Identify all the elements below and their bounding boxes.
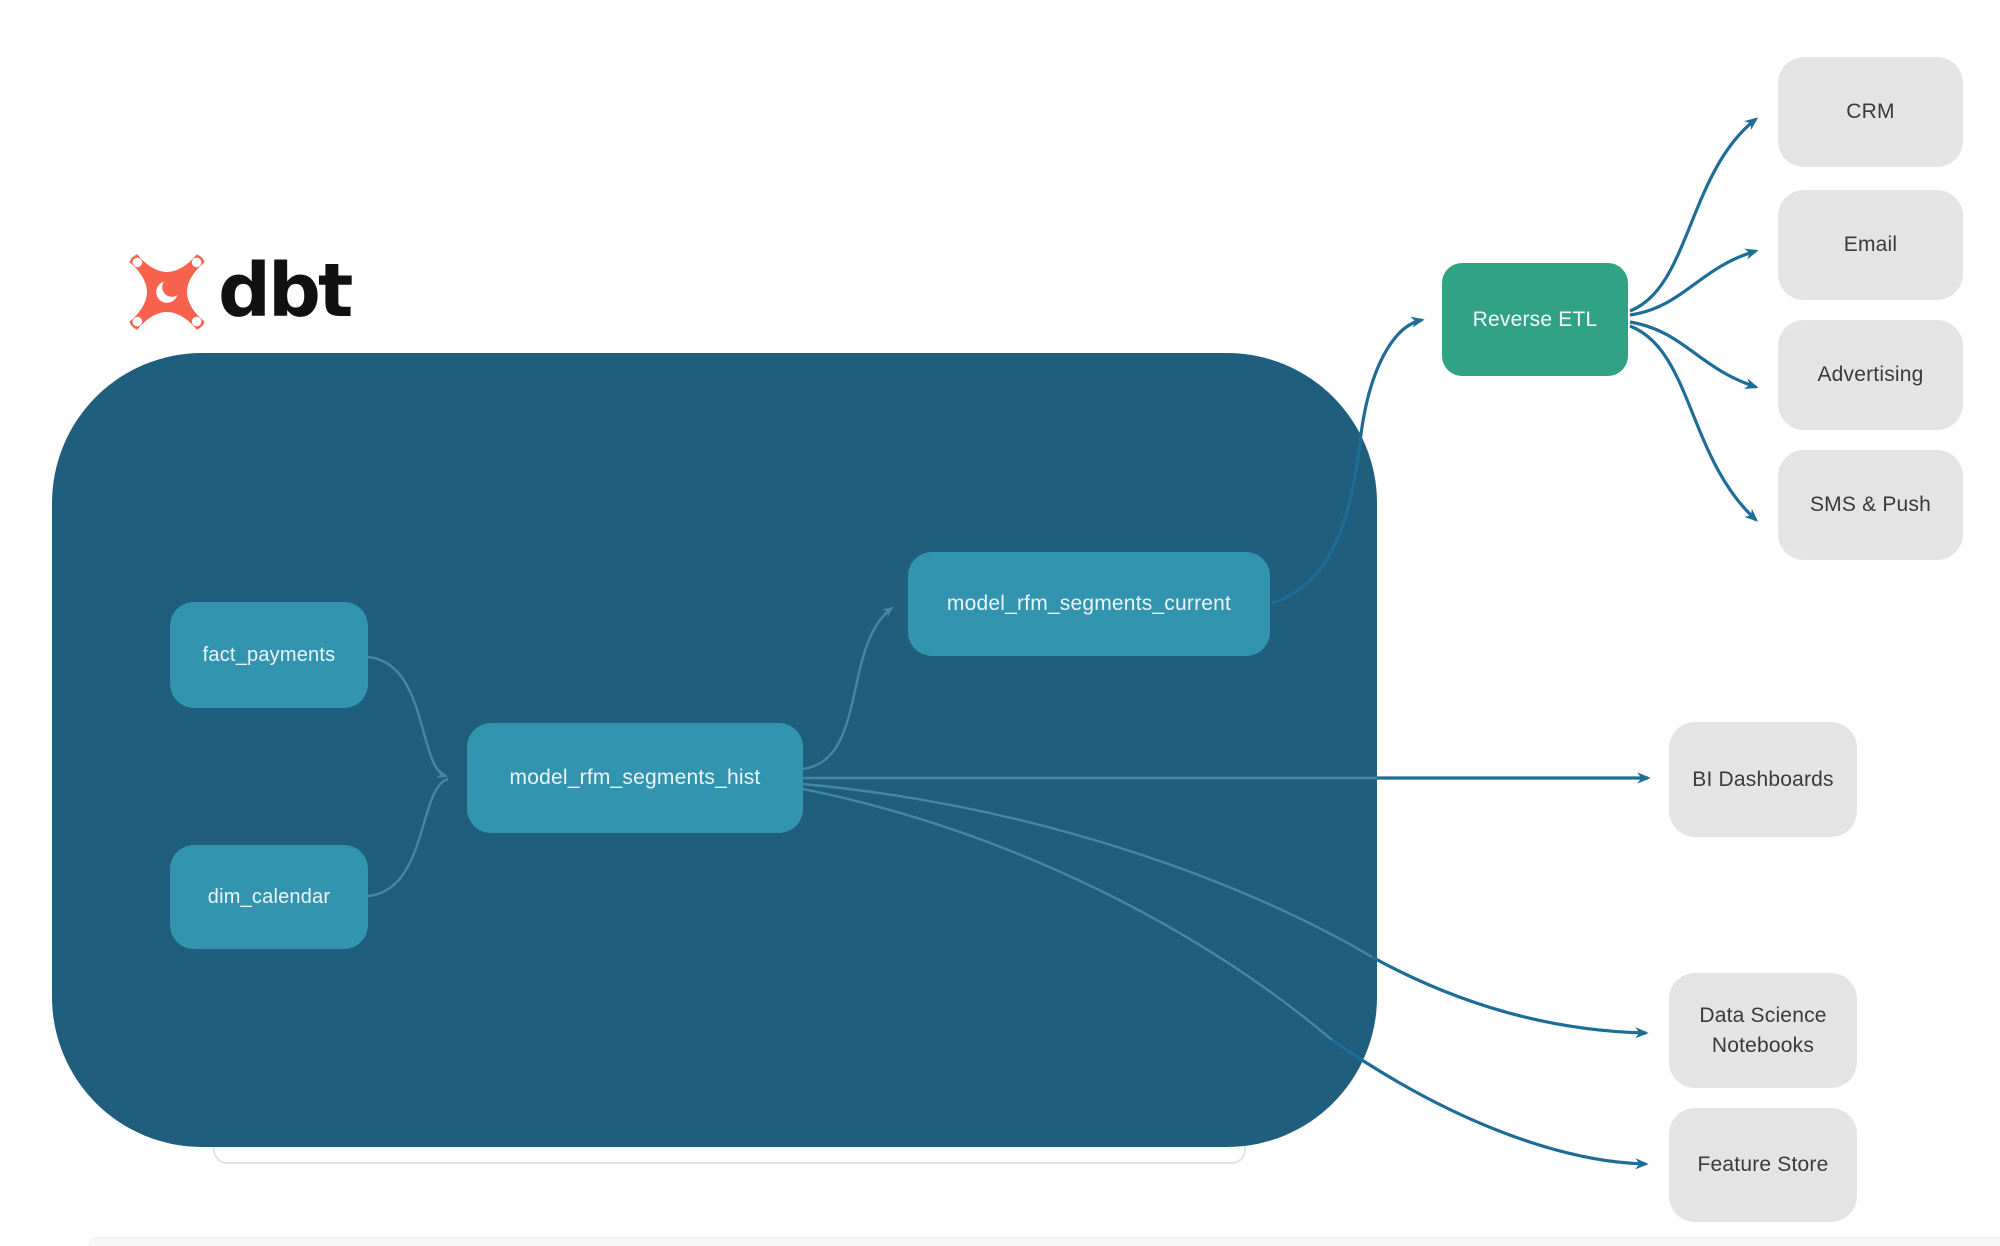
node-bi-dashboards: BI Dashboards (1669, 722, 1857, 837)
dbt-wordmark: dbt (218, 247, 353, 334)
node-label: Advertising (1817, 363, 1924, 387)
node-crm: CRM (1778, 57, 1963, 167)
node-data-science-notebooks: Data Science Notebooks (1669, 973, 1857, 1088)
node-reverse-etl: Reverse ETL (1442, 263, 1628, 376)
node-label: CRM (1846, 100, 1895, 124)
edge-to-feature-store (1331, 1038, 1649, 1170)
node-email: Email (1778, 190, 1963, 300)
node-fact-payments: fact_payments (170, 602, 368, 708)
edge-current-to-reverse-etl (1271, 316, 1425, 605)
node-label: model_rfm_segments_current (946, 592, 1232, 615)
node-label: BI Dashboards (1692, 767, 1834, 791)
node-model-rfm-segments-current: model_rfm_segments_current (908, 552, 1270, 656)
node-label: Reverse ETL (1472, 307, 1598, 331)
dbt-star-icon (126, 252, 208, 337)
node-label: dim_calendar (207, 885, 331, 908)
dbt-logo: dbt (126, 247, 353, 337)
node-label: model_rfm_segments_hist (509, 766, 761, 789)
node-label: Data Science Notebooks (1699, 1004, 1827, 1057)
node-label: fact_payments (202, 643, 336, 666)
edge-retl-to-email (1629, 248, 1759, 317)
node-sms-push: SMS & Push (1778, 450, 1963, 560)
edge-hist-to-fs-inner (802, 787, 1333, 1041)
node-advertising: Advertising (1778, 320, 1963, 430)
node-feature-store: Feature Store (1669, 1108, 1857, 1222)
edge-retl-to-advertising (1629, 320, 1759, 390)
edge-retl-to-crm (1629, 117, 1759, 313)
node-dim-calendar: dim_calendar (170, 845, 368, 949)
node-label: SMS & Push (1809, 493, 1932, 517)
edge-hist-to-current (802, 606, 894, 771)
edge-retl-to-sms-push (1629, 324, 1758, 522)
edge-dim-to-hist (367, 777, 449, 898)
node-label: Email (1843, 233, 1898, 257)
edge-to-ds-notebooks (1371, 955, 1649, 1039)
next-section-edge (88, 1237, 2000, 1246)
node-model-rfm-segments-hist: model_rfm_segments_hist (467, 723, 803, 833)
node-label: Feature Store (1697, 1153, 1829, 1177)
edge-hist-to-ds-inner (802, 782, 1373, 959)
edge-fact-to-hist (367, 655, 449, 778)
